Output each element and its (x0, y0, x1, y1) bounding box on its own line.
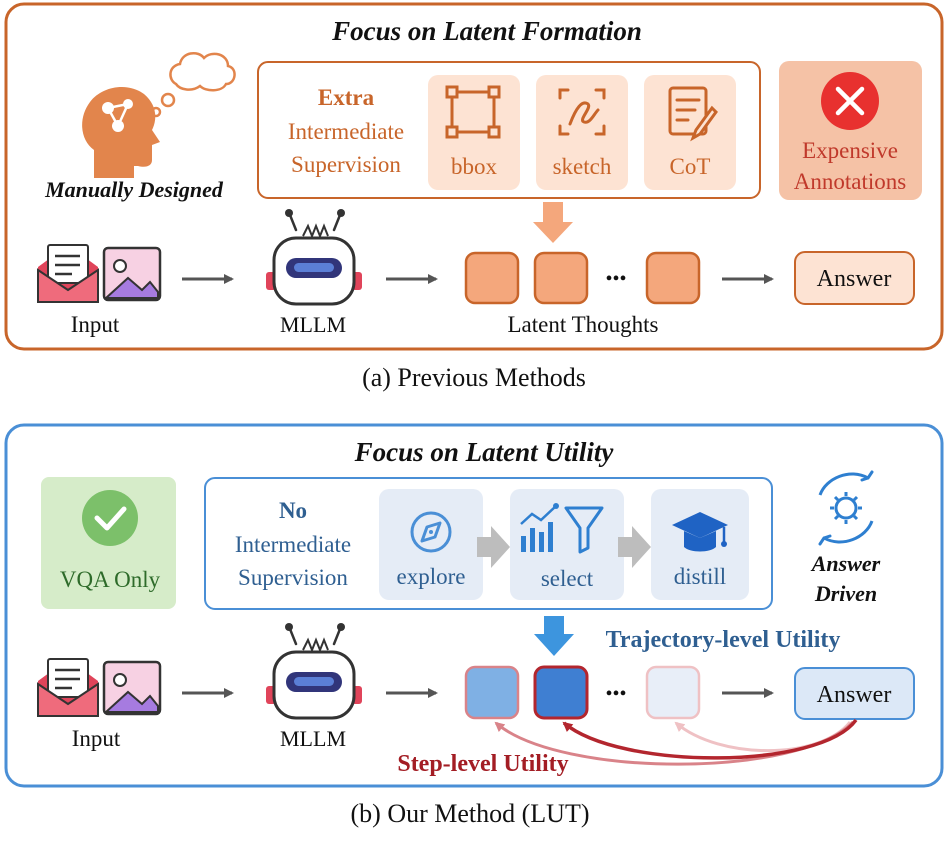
distill-label: distill (674, 564, 726, 589)
arrow-explore-select (477, 526, 510, 568)
extra-label: Extra (318, 85, 375, 110)
gear-cycle-icon (818, 470, 874, 546)
step-arrow-to-token2 (562, 718, 858, 760)
image-icon-b (102, 660, 162, 716)
latent-token-a2 (533, 251, 589, 305)
check-circle-icon (82, 490, 138, 546)
manual-label: Manually Designed (44, 177, 224, 202)
answer-box-b (794, 667, 915, 720)
mail-icon-b (37, 658, 99, 717)
thought-cloud-icon (150, 51, 236, 118)
expensive-label: Expensive (802, 138, 898, 163)
bbox-label: bbox (451, 154, 498, 179)
compass-icon (410, 511, 452, 553)
chart-filter-icon (520, 503, 604, 554)
sketch-icon (558, 88, 606, 136)
cot-icon (668, 86, 718, 142)
latent-token-b1 (464, 665, 520, 720)
caption-b: (b) Our Method (LUT) (351, 799, 590, 828)
expensive-box (779, 61, 922, 200)
vqa-label: VQA Only (60, 567, 161, 592)
supervision-label-b: Supervision (238, 565, 348, 590)
supervision-down-arrow (533, 202, 573, 243)
step-level-label: Step-level Utility (397, 751, 568, 777)
answer-label-a: Answer (817, 266, 892, 292)
caption-a: (a) Previous Methods (362, 363, 586, 392)
answer-driven-line1: Answer (810, 551, 881, 576)
explore-card (379, 489, 483, 600)
supervision-label-a: Supervision (291, 152, 401, 177)
mail-icon (37, 244, 99, 303)
bbox-icon (445, 85, 501, 139)
head-brain-icon (82, 87, 160, 178)
mllm-label-a: MLLM (280, 312, 346, 337)
trajectory-down-arrow (534, 616, 574, 656)
image-icon (102, 246, 162, 302)
no-label: No (279, 498, 307, 523)
latent-token-b3 (645, 665, 701, 720)
latent-token-a1 (464, 251, 520, 305)
arrow-select-distill (618, 526, 651, 568)
panel-a-title: Focus on Latent Formation (331, 16, 642, 46)
trajectory-label: Trajectory-level Utility (606, 627, 841, 653)
explore-label: explore (397, 564, 466, 589)
input-label-a: Input (71, 312, 120, 337)
robot-icon-b (266, 623, 362, 720)
sketch-card (536, 75, 628, 190)
answer-label-b: Answer (817, 682, 892, 708)
latent-thoughts-label: Latent Thoughts (508, 312, 659, 337)
panel-b-title: Focus on Latent Utility (354, 437, 615, 467)
mllm-label-b: MLLM (280, 726, 346, 751)
answer-driven-line2: Driven (814, 581, 877, 606)
intermediate-label-b: Intermediate (235, 532, 351, 557)
robot-icon-a (266, 209, 362, 306)
input-label-b: Input (72, 726, 121, 751)
ellipsis-a: ••• (605, 268, 626, 290)
x-circle-icon (821, 72, 879, 130)
answer-box-a (794, 251, 915, 305)
graduation-cap-icon (672, 512, 728, 552)
intermediate-label-a: Intermediate (288, 119, 404, 144)
latent-token-b2 (533, 665, 589, 720)
latent-token-a3 (645, 251, 701, 305)
panel-b: Focus on Latent Utility VQA Only No Inte… (4, 423, 944, 788)
annotations-label: Annotations (794, 169, 906, 194)
cot-label: CoT (670, 154, 711, 179)
panel-a: Focus on Latent Formation Manually Desig… (4, 2, 944, 351)
select-label: select (541, 566, 594, 591)
ellipsis-b: ••• (605, 683, 626, 705)
sketch-label: sketch (553, 154, 612, 179)
